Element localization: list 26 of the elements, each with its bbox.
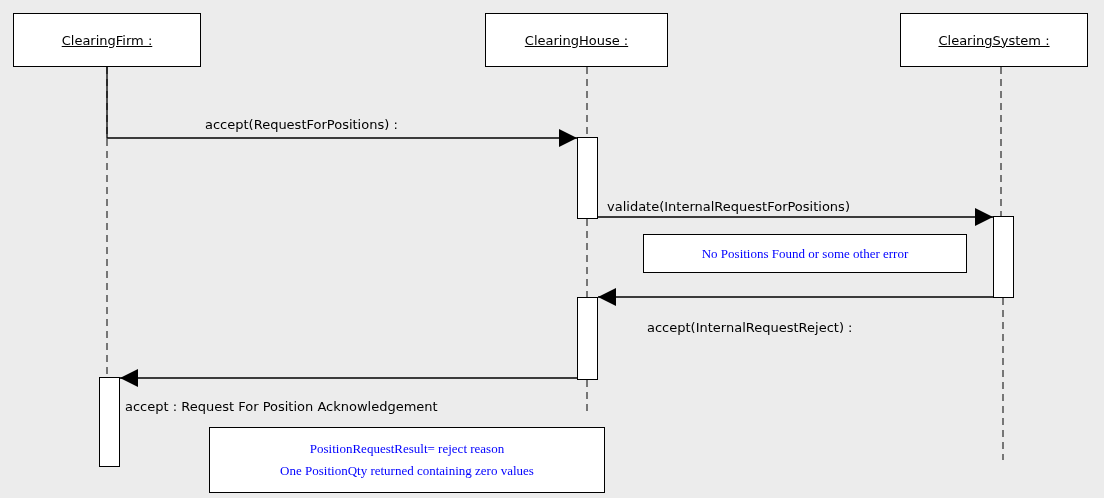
participant-name: ClearingSystem : <box>938 32 1050 48</box>
message-arrow <box>119 369 578 387</box>
note-text: PositionRequestResult= reject reason <box>309 441 505 457</box>
activation-bar <box>993 216 1014 298</box>
lifeline <box>1002 297 1004 461</box>
note-text: No Positions Found or some other error <box>701 245 909 262</box>
activation-bar <box>577 297 598 380</box>
participant-name: ClearingHouse : <box>524 32 629 48</box>
lifeline-head <box>485 13 668 67</box>
message-arrow <box>597 288 994 306</box>
activation-bar <box>99 377 120 467</box>
activation-bar <box>577 137 598 219</box>
participant-name: ClearingFirm : <box>61 32 153 48</box>
lifeline-head <box>13 13 201 67</box>
note-box <box>643 234 967 273</box>
message-arrow <box>597 208 994 226</box>
lifeline <box>1000 66 1002 217</box>
lifeline <box>586 379 588 413</box>
lifeline-head <box>900 13 1088 67</box>
note-box <box>209 427 605 493</box>
lifeline <box>586 218 588 298</box>
note-text: One PositionQty returned containing zero values <box>280 463 534 479</box>
edge-label: accept : Request For Position Acknowledgement <box>125 399 438 414</box>
edge-label: accept(InternalRequestReject) : <box>647 320 853 335</box>
edge-label: accept(RequestForPositions) : <box>205 117 398 132</box>
edge-label: validate(InternalRequestForPositions) <box>607 199 850 214</box>
